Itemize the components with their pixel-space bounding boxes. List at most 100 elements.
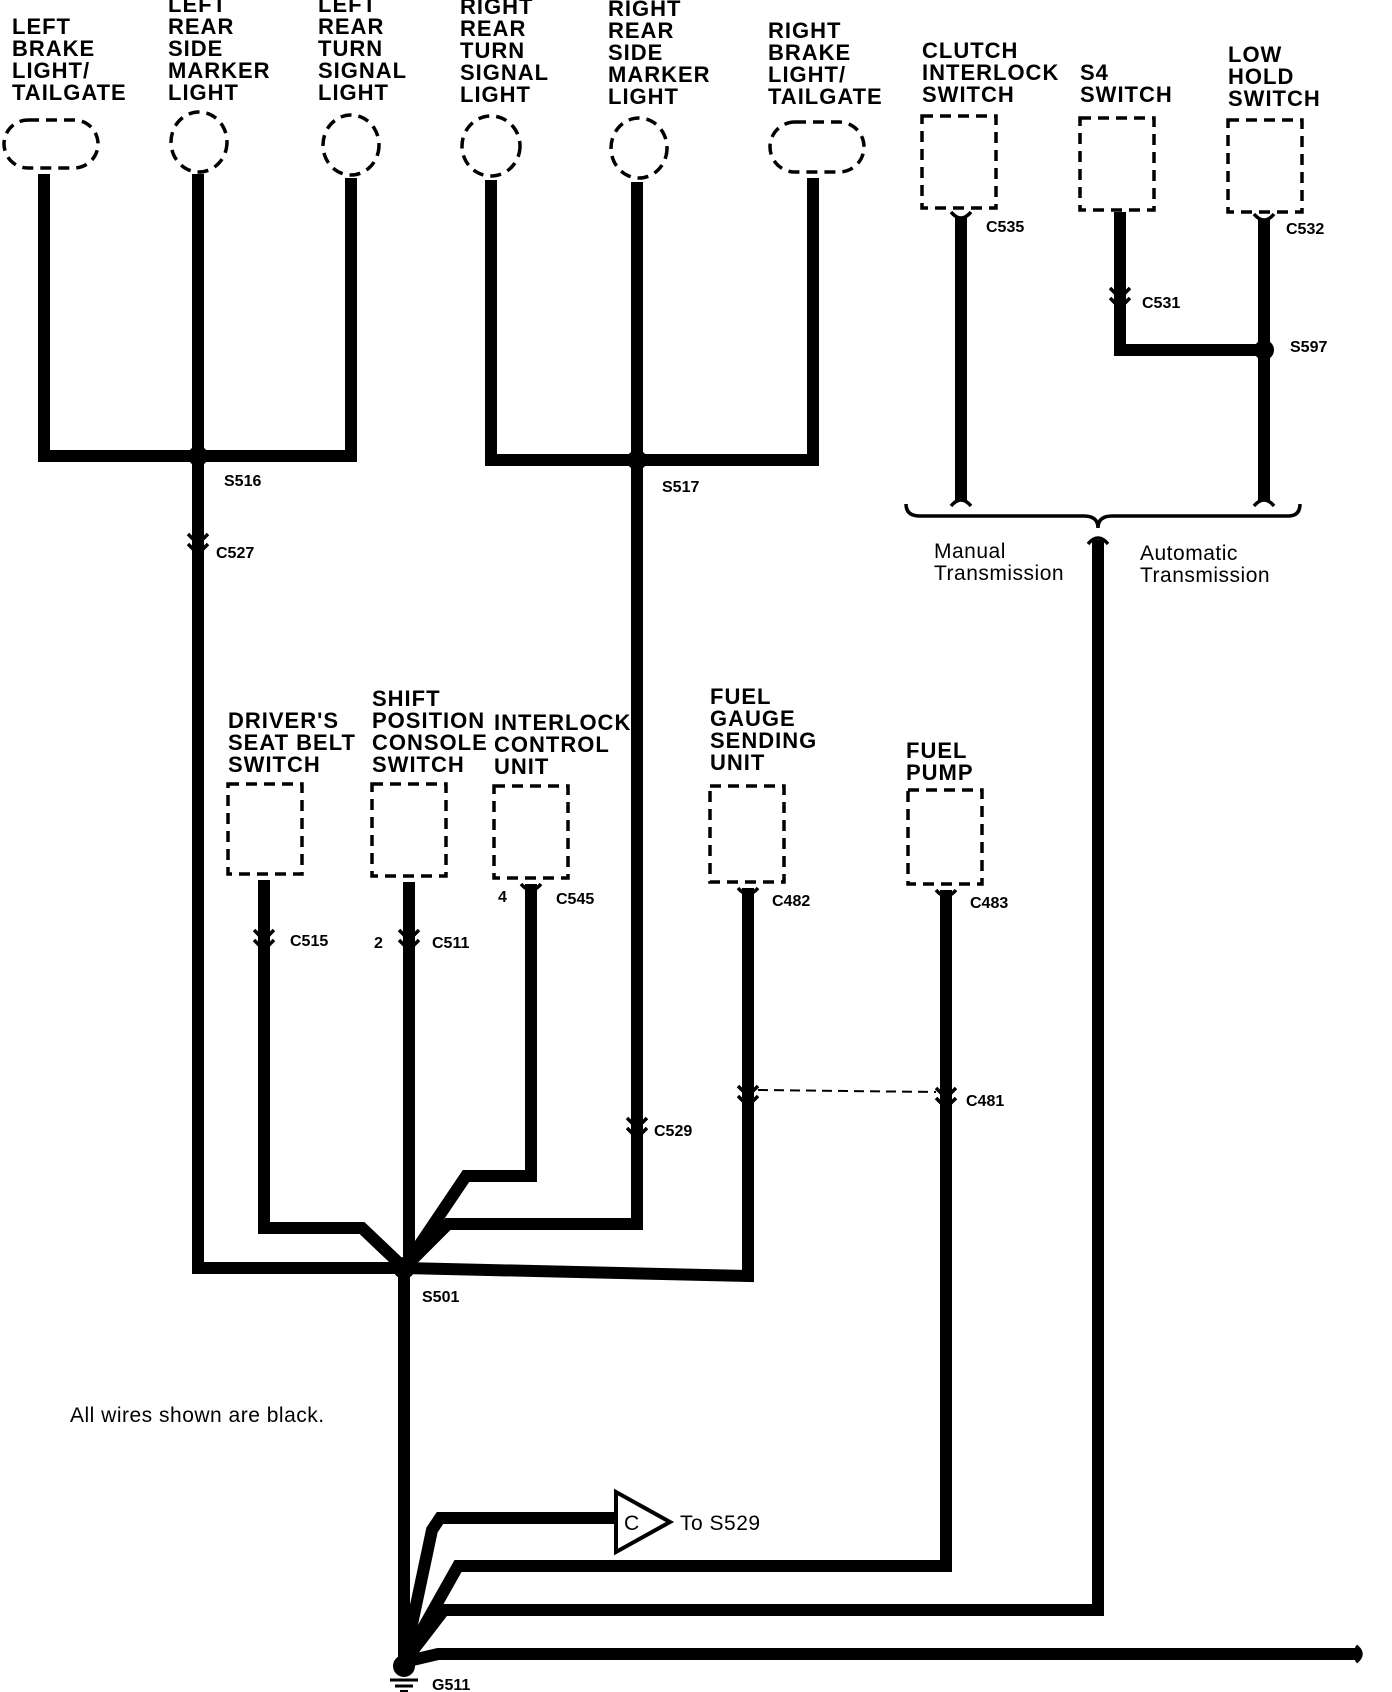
svg-text:SIGNAL: SIGNAL [460,60,549,85]
svg-text:REAR: REAR [168,14,234,39]
c529-connector-symbol [625,1116,649,1141]
svg-text:CLUTCH: CLUTCH [922,38,1018,63]
left-rear-turn-signal-symbol [321,113,381,177]
left-rear-side-marker-label: LEFT REAR SIDE MARKER LIGHT [168,0,271,105]
offpage-connector-label: To S529 [680,1512,761,1535]
wire-fuel-gauge [403,888,754,1283]
svg-text:CONSOLE: CONSOLE [372,730,488,755]
svg-text:UNIT: UNIT [494,754,549,779]
svg-text:SENDING: SENDING [710,728,817,753]
svg-text:INTERLOCK: INTERLOCK [922,60,1059,85]
c481-label: C481 [966,1093,1004,1110]
svg-text:SIGNAL: SIGNAL [318,58,407,83]
c529-label: C529 [654,1123,692,1140]
svg-text:FUEL: FUEL [906,738,967,763]
svg-text:DRIVER'S: DRIVER'S [228,708,339,733]
c483-connector-symbol [934,888,958,898]
c545-pin-label: 4 [498,889,507,906]
svg-text:LIGHT: LIGHT [318,80,389,105]
wire-left-marker-to-s501 [192,174,404,1274]
svg-text:BRAKE: BRAKE [12,36,95,61]
interlock-control-unit-label: INTERLOCK CONTROL UNIT [494,710,630,779]
s597-label: S597 [1290,339,1327,356]
svg-text:CONTROL: CONTROL [494,732,610,757]
fuel-pump-label: FUEL PUMP [906,738,973,785]
s4-switch-label: S4 SWITCH [1080,60,1172,107]
svg-text:TURN: TURN [318,36,383,61]
svg-text:SIDE: SIDE [168,36,223,61]
svg-text:Automatic: Automatic [1140,542,1238,565]
manual-transmission-label: Manual Transmission [934,540,1064,585]
c527-label: C527 [216,545,254,562]
c535-connector-symbol [949,210,973,220]
c511-connector-symbol [397,928,421,953]
svg-text:S4: S4 [1080,60,1109,85]
svg-text:SWITCH: SWITCH [228,752,321,777]
wire-interlock-control [399,884,537,1272]
s516-label: S516 [224,473,261,490]
svg-text:POSITION: POSITION [372,708,485,733]
svg-text:UNIT: UNIT [710,750,765,775]
wire-right-brake [637,178,819,466]
svg-text:LIGHT/: LIGHT/ [12,58,90,83]
left-brake-light-label: LEFT BRAKE LIGHT/ TAILGATE [12,14,127,105]
c481-a-connector-symbol [736,1084,760,1109]
svg-text:LIGHT: LIGHT [168,80,239,105]
svg-text:RIGHT: RIGHT [460,0,533,19]
svg-text:LIGHT: LIGHT [608,84,679,109]
c482-connector-symbol [736,886,760,896]
svg-text:MARKER: MARKER [608,62,711,87]
transmission-bracket-end-symbol [1086,536,1110,546]
wire-left-turn [198,178,357,462]
shift-position-console-switch-label: SHIFT POSITION CONSOLE SWITCH [372,686,488,777]
right-rear-turn-signal-label: RIGHT REAR TURN SIGNAL LIGHT [460,0,549,107]
wire-bundle-right-end [1354,1644,1363,1664]
svg-text:LIGHT: LIGHT [460,82,531,107]
svg-text:LEFT: LEFT [168,0,227,17]
low-hold-switch-symbol [1226,118,1304,214]
low-hold-switch-label: LOW HOLD SWITCH [1228,42,1320,111]
svg-text:LIGHT/: LIGHT/ [768,62,846,87]
left-rear-turn-signal-label: LEFT REAR TURN SIGNAL LIGHT [318,0,407,105]
drivers-seat-belt-switch-symbol [226,782,304,876]
svg-text:Transmission: Transmission [934,562,1064,585]
s4-switch-symbol [1078,116,1156,212]
s501-label: S501 [422,1289,459,1306]
svg-text:REAR: REAR [460,16,526,41]
transmission-bracket [904,503,1302,529]
svg-text:TAILGATE: TAILGATE [12,80,127,105]
left-rear-side-marker-symbol [169,110,229,174]
svg-text:LEFT: LEFT [12,14,71,39]
offpage-connector-arrow[interactable] [614,1488,675,1556]
svg-text:TAILGATE: TAILGATE [768,84,883,109]
svg-text:SEAT BELT: SEAT BELT [228,730,356,755]
c535-label: C535 [986,219,1024,236]
fuel-gauge-sending-unit-symbol [708,784,786,884]
wire-right-turn [485,180,637,466]
c483-label: C483 [970,895,1008,912]
c527-connector-symbol [186,532,210,557]
c482-label: C482 [772,893,810,910]
svg-text:LOW: LOW [1228,42,1282,67]
s597-splice [1254,340,1274,360]
s501-splice [393,1257,415,1279]
g511-label: G511 [432,1677,470,1692]
svg-text:HOLD: HOLD [1228,64,1294,89]
c531-label: C531 [1142,295,1180,312]
c515-label: C515 [290,933,328,950]
right-brake-light-label: RIGHT BRAKE LIGHT/ TAILGATE [768,18,883,109]
manual-transmission-end-symbol [949,498,973,508]
wire-left-brake [38,174,198,462]
svg-text:MARKER: MARKER [168,58,271,83]
s517-label: S517 [662,479,699,496]
clutch-interlock-switch-label: CLUTCH INTERLOCK SWITCH [922,38,1059,107]
svg-text:SWITCH: SWITCH [922,82,1015,107]
drivers-seat-belt-switch-label: DRIVER'S SEAT BELT SWITCH [228,708,356,777]
c532-connector-symbol [1252,212,1276,222]
shift-position-console-switch-symbol [370,782,448,878]
c511-pin-label: 2 [374,935,383,952]
svg-text:BRAKE: BRAKE [768,40,851,65]
c481-dashed-link [757,1089,937,1093]
svg-text:TURN: TURN [460,38,525,63]
